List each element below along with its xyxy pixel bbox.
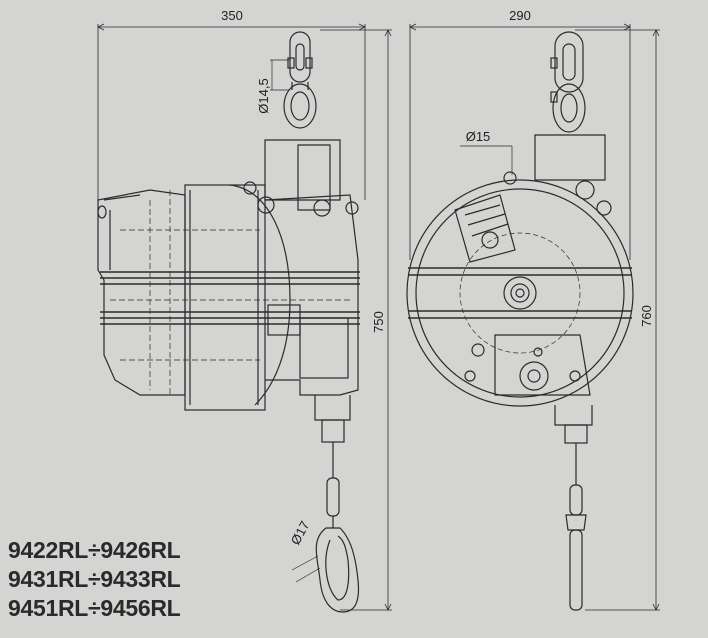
- front-view: [406, 31, 634, 611]
- dim-750-lines: [320, 29, 392, 611]
- dim-17-label: Ø17: [288, 519, 313, 548]
- model-range-2: 9431RL÷9433RL: [8, 566, 181, 592]
- dim-290-lines: [409, 23, 631, 260]
- dim-760-lines: [575, 29, 660, 611]
- dim-350-label: 350: [221, 8, 243, 23]
- model-list: 9422RL÷9426RL 9431RL÷9433RL 9451RL÷9456R…: [8, 536, 181, 623]
- dim-290-label: 290: [509, 8, 531, 23]
- dim-750-label: 750: [371, 311, 386, 333]
- dim-760-label: 760: [639, 305, 654, 327]
- model-range-1: 9422RL÷9426RL: [8, 537, 181, 563]
- dim-350-lines: [97, 23, 366, 200]
- model-range-3: 9451RL÷9456RL: [8, 595, 181, 621]
- dim-swivel-label: Ø14,5: [256, 78, 271, 113]
- dim-15-lines: [460, 145, 513, 175]
- dim-17-lines: [291, 555, 321, 583]
- side-view: [97, 31, 360, 613]
- dim-15-label: Ø15: [466, 129, 491, 144]
